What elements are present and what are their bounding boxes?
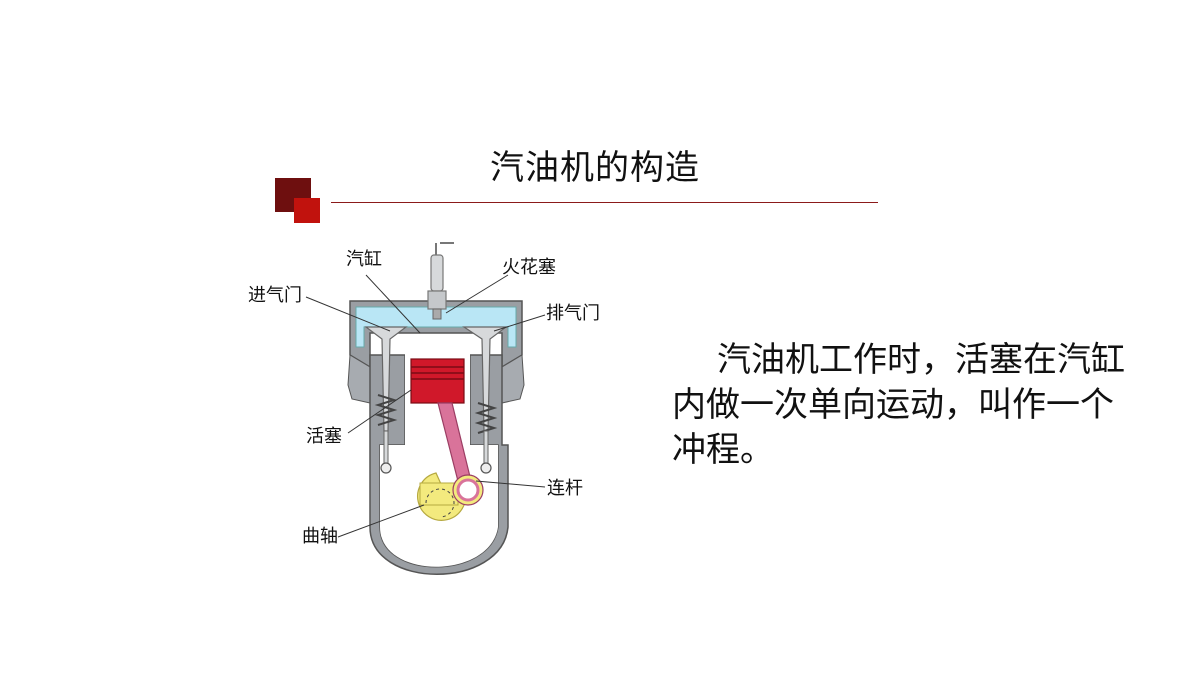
leader-exhaust-valve [493,314,546,332]
spark-plug-base [427,290,447,310]
label-intake-valve: 进气门 [248,285,302,306]
title-decoration-red-square [294,198,320,223]
spark-plug-body [430,254,444,292]
exhaust-cam [480,462,492,474]
title-underline [331,202,878,203]
spark-plug-tip [432,308,442,320]
label-crankshaft: 曲轴 [302,526,338,547]
label-exhaust-valve: 排气门 [546,303,600,324]
spark-plug-wire [435,242,454,255]
label-spark-plug: 火花塞 [502,257,556,278]
leader-piston [347,389,412,434]
description-paragraph: 汽油机工作时，活塞在汽缸内做一次单向运动，叫作一个冲程。 [672,340,1125,470]
exhaust-spring [474,402,498,434]
intake-cam [380,462,392,474]
leader-intake-valve [305,296,391,332]
label-cylinder: 汽缸 [346,248,382,270]
piston [410,358,465,404]
engine-diagram: 汽缸 火花塞 进气门 排气门 活塞 连杆 曲轴 [248,242,600,575]
leader-spark-plug [445,274,509,314]
leader-connecting-rod [475,480,546,488]
label-piston: 活塞 [306,426,342,447]
exhaust-pushrod [483,430,489,466]
leader-cylinder [365,274,421,334]
leader-crankshaft [337,504,425,538]
left-block [347,354,371,404]
crank-pin [456,478,480,502]
crank-web [419,482,459,506]
right-block [501,354,525,404]
piston-rings [411,366,464,380]
crank-dashed-path [425,488,455,518]
label-connecting-rod: 连杆 [547,478,583,499]
page-title: 汽油机的构造 [490,148,700,188]
intake-pushrod [383,430,389,466]
intake-spring [374,394,398,426]
